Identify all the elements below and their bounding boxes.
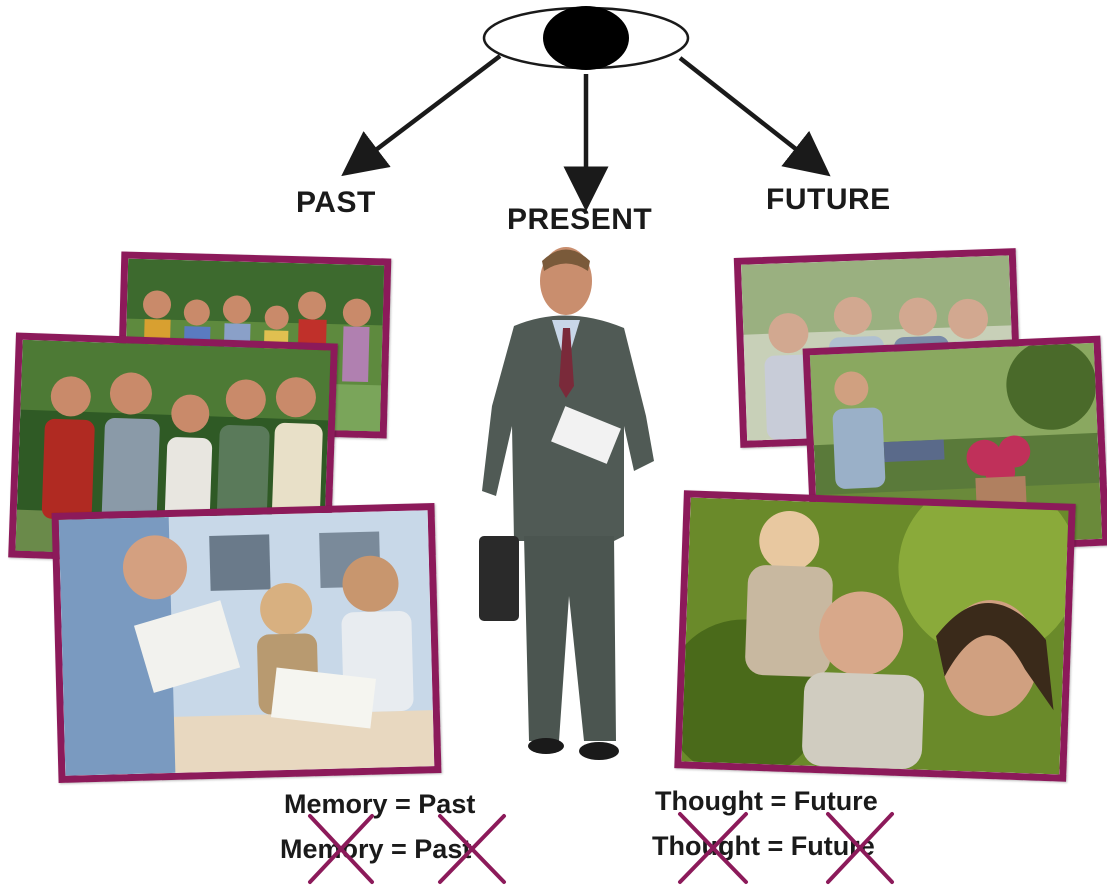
crossed-out-marks xyxy=(308,812,894,884)
cross-icon xyxy=(438,814,506,884)
memory-past-text-crossed: Memory = Past xyxy=(280,834,472,864)
cross-icon xyxy=(308,814,374,884)
memory-past-text: Memory = Past xyxy=(284,789,476,819)
past-photo-office xyxy=(51,503,442,783)
future-photo-family xyxy=(674,490,1076,782)
eye-icon xyxy=(482,6,690,70)
cross-icon xyxy=(678,812,748,884)
arrow-to-past xyxy=(341,54,502,177)
thought-future-text-crossed: Thought = Future xyxy=(652,831,875,861)
eye-arrows-diagram xyxy=(341,6,831,212)
past-label: PAST xyxy=(296,186,376,219)
thought-future-text: Thought = Future xyxy=(655,786,878,816)
cross-icon xyxy=(826,812,894,884)
present-label: PRESENT xyxy=(507,203,653,236)
future-label: FUTURE xyxy=(766,183,891,216)
businessman-figure xyxy=(479,247,654,760)
arrow-to-future xyxy=(678,56,831,177)
